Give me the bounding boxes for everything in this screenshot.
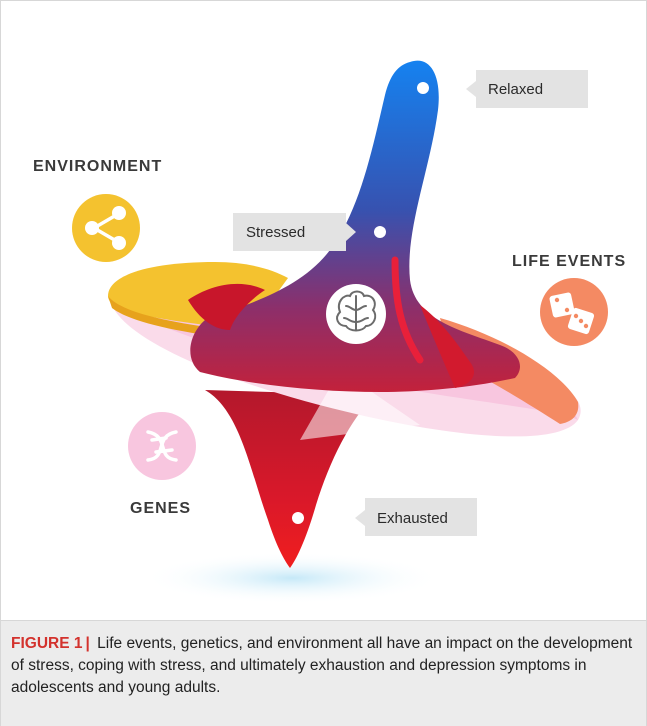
spinning-top-body: [190, 60, 520, 393]
state-dot-relaxed: [417, 82, 429, 94]
label-box-exhausted: [355, 498, 477, 536]
state-label-exhausted: Exhausted: [377, 510, 448, 527]
brain-icon: [326, 284, 386, 344]
floor-glow: [142, 552, 442, 604]
caption-body: Life events, genetics, and environment a…: [11, 635, 633, 696]
caption-text-block: FIGURE 1| Life events, genetics, and env…: [11, 633, 638, 699]
dna-icon: [128, 412, 196, 480]
factor-label-genes: GENES: [130, 500, 191, 517]
state-label-relaxed: Relaxed: [488, 81, 543, 98]
state-label-stressed: Stressed: [246, 224, 305, 241]
factor-label-environment: ENVIRONMENT: [33, 158, 162, 175]
body-swirl-right: [420, 305, 475, 388]
state-dot-exhausted: [292, 512, 304, 524]
diagram: Relaxed Stressed Exhausted ENVIRONMENT L…: [33, 60, 626, 604]
body-swirl-left: [188, 283, 265, 330]
state-dot-stressed: [374, 226, 386, 238]
share-icon: [72, 194, 140, 262]
body-swirl-stroke: [391, 256, 424, 364]
caption-separator: |: [85, 635, 90, 652]
caption-label: FIGURE 1: [11, 635, 83, 652]
factor-label-life-events: LIFE EVENTS: [512, 253, 626, 270]
dice-icon: [540, 278, 608, 346]
figure-caption: FIGURE 1| Life events, genetics, and env…: [1, 620, 646, 726]
label-box-relaxed: [466, 70, 588, 108]
label-box-stressed: [233, 213, 356, 251]
